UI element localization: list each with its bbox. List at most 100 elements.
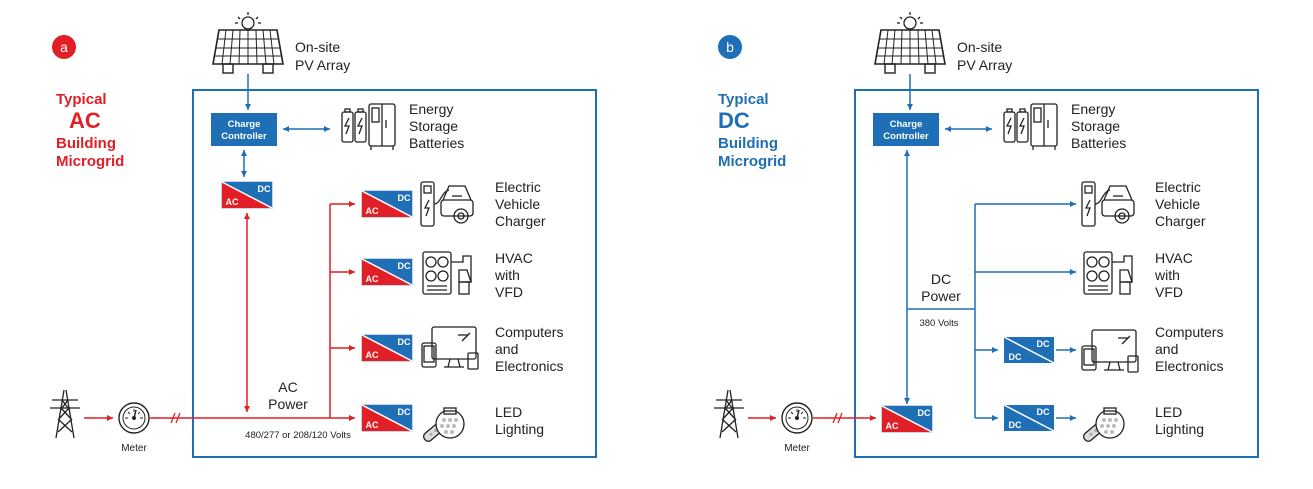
led-converter: DC AC	[361, 404, 413, 432]
storage-label-b-line1: Energy	[1071, 101, 1115, 117]
ac-power-line2: Power	[268, 396, 308, 412]
ev-converter-dc: DC	[398, 193, 411, 203]
computers-label-line3: Electronics	[495, 358, 563, 374]
hvac-label-line1: HVAC	[495, 250, 533, 266]
panel-a-title-microgrid: Microgrid	[56, 153, 124, 170]
pv-label-line1: On-site	[295, 39, 340, 55]
hvac-converter: DC AC	[361, 258, 413, 286]
hvac-icon	[422, 251, 472, 295]
charge-controller-line2: Controller	[221, 131, 267, 142]
battery-icon	[341, 103, 396, 151]
ev-label-b-line2: Vehicle	[1155, 196, 1200, 212]
battery-icon-b	[1003, 103, 1058, 151]
pv-label-b-line2: PV Array	[957, 57, 1012, 73]
ev-label-b-line1: Electric	[1155, 179, 1201, 195]
led-lighting-icon	[421, 407, 465, 444]
panel-b-badge	[718, 35, 742, 59]
meter-icon-b	[781, 402, 813, 434]
computers-label-line2: and	[495, 341, 518, 357]
hvac-label-line2: with	[494, 267, 520, 283]
computers-label-b-line2: and	[1155, 341, 1178, 357]
panel-a-title-typical: Typical	[56, 91, 107, 108]
pv-label-line2: PV Array	[295, 57, 350, 73]
led-lighting-icon-b	[1081, 407, 1125, 444]
hvac-label-b-line3: VFD	[1155, 284, 1183, 300]
led-label-line2: Lighting	[495, 421, 544, 437]
hvac-icon-b	[1083, 251, 1133, 295]
storage-label-line2: Storage	[409, 118, 458, 134]
building-boundary	[192, 89, 597, 458]
ac-power-line1: AC	[278, 379, 297, 395]
main-rectifier: DC AC	[881, 405, 933, 433]
meter-label-b: Meter	[784, 443, 810, 454]
ev-label-b-line3: Charger	[1155, 213, 1206, 229]
pv-label-b-line1: On-site	[957, 39, 1002, 55]
ac-voltage-label: 480/277 or 208/120 Volts	[245, 430, 351, 441]
storage-label-b-line2: Storage	[1071, 118, 1120, 134]
ev-charger-icon-b	[1081, 181, 1135, 227]
panel-b-title-typical: Typical	[718, 91, 769, 108]
ev-charger-icon	[420, 181, 474, 227]
hvac-converter-ac: AC	[366, 274, 379, 284]
led-converter-ac: AC	[366, 420, 379, 430]
panel-b-badge-label: b	[726, 39, 734, 55]
rectifier-dc-label: DC	[918, 408, 931, 418]
hvac-converter-dc: DC	[398, 261, 411, 271]
solar-panel-icon	[212, 11, 284, 74]
solar-panel-icon-b	[874, 11, 946, 74]
led-label-line1: LED	[495, 404, 522, 420]
ev-converter: DC AC	[361, 190, 413, 218]
hvac-label-b-line2: with	[1154, 267, 1180, 283]
led-dcdc-out: DC	[1037, 407, 1050, 417]
computer-icon-b	[1081, 329, 1139, 373]
dc-power-line1: DC	[931, 271, 951, 287]
panel-a-badge-label: a	[60, 39, 68, 55]
hvac-label-line3: VFD	[495, 284, 523, 300]
led-converter-dc: DC	[398, 407, 411, 417]
computers-label-b-line1: Computers	[1155, 324, 1223, 340]
charge-controller-line1: Charge	[228, 119, 261, 130]
led-label-b-line2: Lighting	[1155, 421, 1204, 437]
inverter-dc-label: DC	[258, 184, 271, 194]
panel-a-badge	[52, 35, 76, 59]
panel-b-title-building: Building	[718, 135, 778, 152]
building-boundary-b	[854, 89, 1259, 458]
charge-controller-box-b	[873, 113, 939, 146]
storage-label-b-line3: Batteries	[1071, 135, 1126, 151]
rectifier-ac-label: AC	[886, 421, 899, 431]
charge-controller-box	[211, 113, 277, 146]
led-dcdc-converter: DC DC	[1003, 404, 1055, 432]
charge-controller-b-line2: Controller	[883, 131, 929, 142]
computer-icon	[421, 326, 479, 370]
storage-label-line3: Batteries	[409, 135, 464, 151]
panel-a-title-building: Building	[56, 135, 116, 152]
computers-converter-ac: AC	[366, 350, 379, 360]
break-symbol-b	[832, 412, 843, 424]
dc-power-line2: Power	[921, 288, 961, 304]
panel-b: b Typical DC Building Microgrid On-site …	[713, 11, 1259, 458]
panel-b-title-type: DC	[718, 108, 750, 133]
inverter-ac-label: AC	[226, 197, 239, 207]
computers-label-b-line3: Electronics	[1155, 358, 1223, 374]
computers-label-line1: Computers	[495, 324, 563, 340]
panel-a: a Typical AC Building Microgrid On-site …	[49, 11, 597, 458]
storage-label-line1: Energy	[409, 101, 453, 117]
transmission-tower-icon	[49, 389, 81, 439]
main-inverter: DC AC	[221, 181, 273, 209]
ev-label-line1: Electric	[495, 179, 541, 195]
ev-converter-ac: AC	[366, 206, 379, 216]
computers-dcdc-converter: DC DC	[1003, 336, 1055, 364]
ev-label-line3: Charger	[495, 213, 546, 229]
hvac-label-b-line1: HVAC	[1155, 250, 1193, 266]
led-label-b-line1: LED	[1155, 404, 1182, 420]
computers-converter-dc: DC	[398, 337, 411, 347]
panel-b-title-microgrid: Microgrid	[718, 153, 786, 170]
charge-controller-b-line1: Charge	[890, 119, 923, 130]
dc-voltage-label: 380 Volts	[919, 318, 958, 329]
meter-icon	[118, 402, 150, 434]
computers-dcdc-out: DC	[1037, 339, 1050, 349]
led-dcdc-in: DC	[1009, 420, 1022, 430]
panel-a-title-type: AC	[69, 108, 101, 133]
computers-converter: DC AC	[361, 334, 413, 362]
